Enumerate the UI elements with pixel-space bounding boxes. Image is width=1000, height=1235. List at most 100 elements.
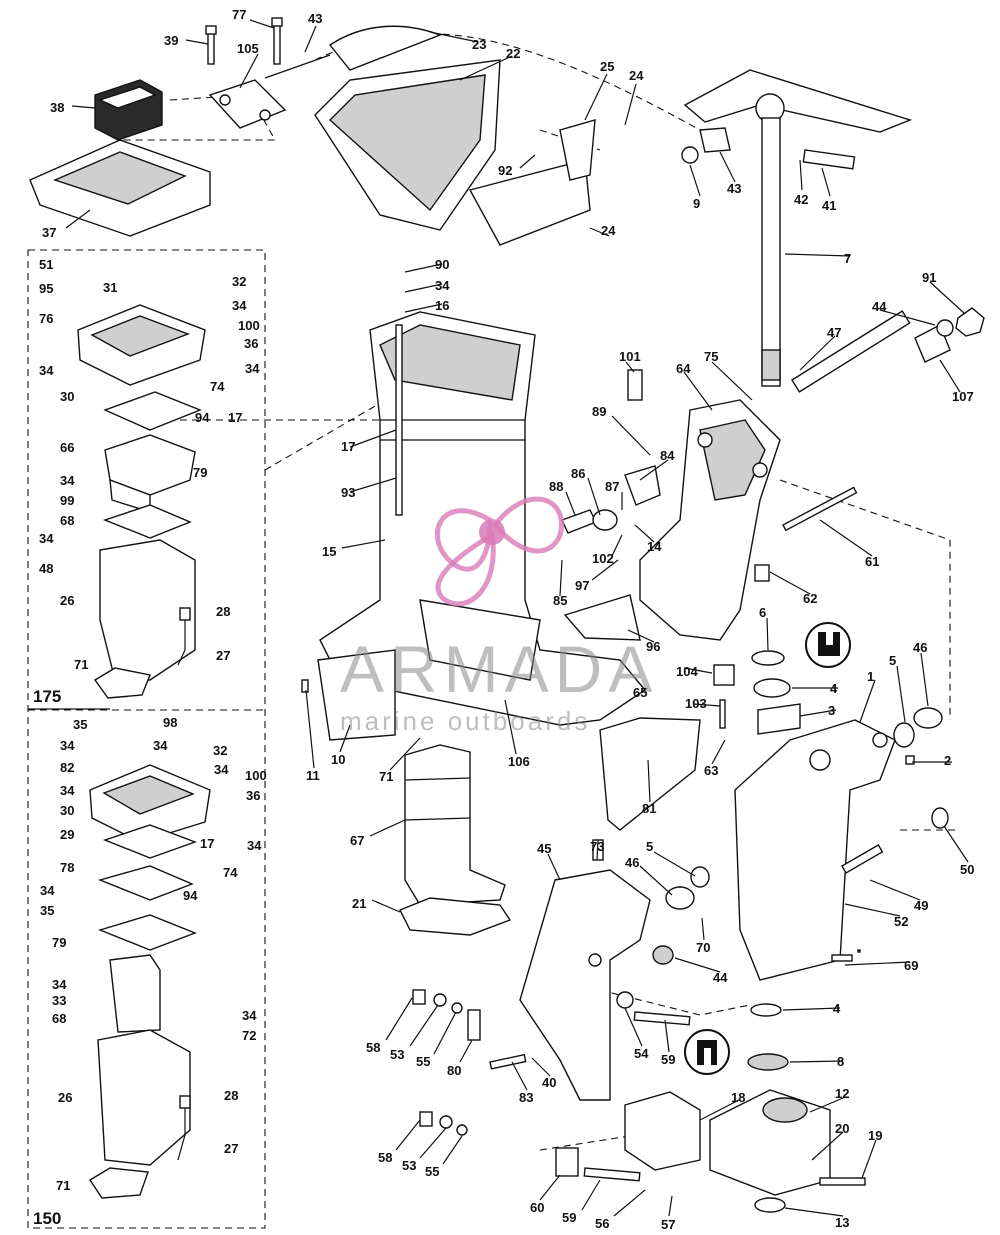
callout-101: 101 xyxy=(619,349,641,364)
watermark: ARMADA marine outboards xyxy=(340,496,652,736)
callout-35: 35 xyxy=(40,903,54,918)
callout-70: 70 xyxy=(696,940,710,955)
callout-45: 45 xyxy=(537,841,551,856)
callout-85: 85 xyxy=(553,593,567,608)
callout-35: 35 xyxy=(73,717,87,732)
callout-83: 83 xyxy=(519,1090,533,1105)
callout-102: 102 xyxy=(592,551,614,566)
callout-34: 34 xyxy=(232,298,247,313)
callout-49: 49 xyxy=(914,898,928,913)
callout-38: 38 xyxy=(50,100,64,115)
callout-21: 21 xyxy=(352,896,366,911)
callout-34: 34 xyxy=(214,762,229,777)
callout-17: 17 xyxy=(341,439,355,454)
callout-65: 65 xyxy=(633,685,647,700)
callout-3: 3 xyxy=(828,703,835,718)
propeller-logo xyxy=(435,496,564,607)
callout-46: 46 xyxy=(625,855,639,870)
callout-18: 18 xyxy=(731,1090,745,1105)
callout-27: 27 xyxy=(216,648,230,663)
callout-78: 78 xyxy=(60,860,74,875)
rings xyxy=(652,650,949,1213)
callout-94: 94 xyxy=(195,410,210,425)
callout-56: 56 xyxy=(595,1216,609,1231)
callout-40: 40 xyxy=(542,1075,556,1090)
section-frames: 175 150 xyxy=(27,249,266,1229)
callout-34: 34 xyxy=(60,738,75,753)
callout-86: 86 xyxy=(571,466,585,481)
callout-6: 6 xyxy=(759,605,766,620)
callout-29: 29 xyxy=(60,827,74,842)
callout-12: 12 xyxy=(835,1086,849,1101)
callout-58: 58 xyxy=(366,1040,380,1055)
callout-82: 82 xyxy=(60,760,74,775)
callout-60: 60 xyxy=(530,1200,544,1215)
callout-17: 17 xyxy=(200,836,214,851)
callout-19: 19 xyxy=(868,1128,882,1143)
callout-16: 16 xyxy=(435,298,449,313)
callout-59: 59 xyxy=(661,1052,675,1067)
callout-105: 105 xyxy=(237,41,259,56)
tube-47 xyxy=(791,307,985,393)
callout-13: 13 xyxy=(835,1215,849,1230)
callout-53: 53 xyxy=(402,1158,416,1173)
callout-10: 10 xyxy=(331,752,345,767)
callout-53: 53 xyxy=(390,1047,404,1062)
callout-71: 71 xyxy=(56,1178,70,1193)
clamp-12 xyxy=(709,1089,831,1196)
callout-14: 14 xyxy=(647,539,662,554)
callout-93: 93 xyxy=(341,485,355,500)
callout-9: 9 xyxy=(693,196,700,211)
block-18 xyxy=(624,1091,701,1171)
callout-88: 88 xyxy=(549,479,563,494)
callout-27: 27 xyxy=(224,1141,238,1156)
callout-79: 79 xyxy=(52,935,66,950)
callout-54: 54 xyxy=(634,1046,649,1061)
callout-44: 44 xyxy=(872,299,887,314)
callout-22: 22 xyxy=(506,46,520,61)
callout-67: 67 xyxy=(350,833,364,848)
callout-58: 58 xyxy=(378,1150,392,1165)
bolts-39-77 xyxy=(205,17,331,79)
callout-48: 48 xyxy=(39,561,53,576)
callout-68: 68 xyxy=(60,513,74,528)
callout-15: 15 xyxy=(322,544,336,559)
callout-5: 5 xyxy=(646,839,653,854)
callout-34: 34 xyxy=(39,363,54,378)
callout-34: 34 xyxy=(60,473,75,488)
callout-43: 43 xyxy=(308,11,322,26)
callout-26: 26 xyxy=(58,1090,72,1105)
callout-4: 4 xyxy=(830,681,838,696)
callout-20: 20 xyxy=(835,1121,849,1136)
callout-34: 34 xyxy=(242,1008,257,1023)
callout-107: 107 xyxy=(952,389,974,404)
callout-77: 77 xyxy=(232,7,246,22)
callout-52: 52 xyxy=(894,914,908,929)
callout-41: 41 xyxy=(822,198,836,213)
callout-79: 79 xyxy=(193,465,207,480)
callout-64: 64 xyxy=(676,361,691,376)
callout-31: 31 xyxy=(103,280,117,295)
callout-39: 39 xyxy=(164,33,178,48)
callout-63: 63 xyxy=(704,763,718,778)
gasket-37 xyxy=(29,139,211,237)
callout-59: 59 xyxy=(562,1210,576,1225)
callout-23: 23 xyxy=(472,37,486,52)
components-175 xyxy=(77,304,206,699)
callout-28: 28 xyxy=(216,604,230,619)
callout-50: 50 xyxy=(960,862,974,877)
callout-47: 47 xyxy=(827,325,841,340)
callout-73: 73 xyxy=(590,839,604,854)
callout-55: 55 xyxy=(425,1164,439,1179)
callout-34: 34 xyxy=(153,738,168,753)
steering-shaft-7 xyxy=(681,69,913,387)
callout-24: 24 xyxy=(629,68,644,83)
callout-62: 62 xyxy=(803,591,817,606)
callout-99: 99 xyxy=(60,493,74,508)
callout-106: 106 xyxy=(508,754,530,769)
callout-34: 34 xyxy=(40,883,55,898)
components-150 xyxy=(89,764,211,1199)
stern-bracket-1 xyxy=(734,719,896,981)
callout-97: 97 xyxy=(575,578,589,593)
callout-104: 104 xyxy=(676,664,698,679)
